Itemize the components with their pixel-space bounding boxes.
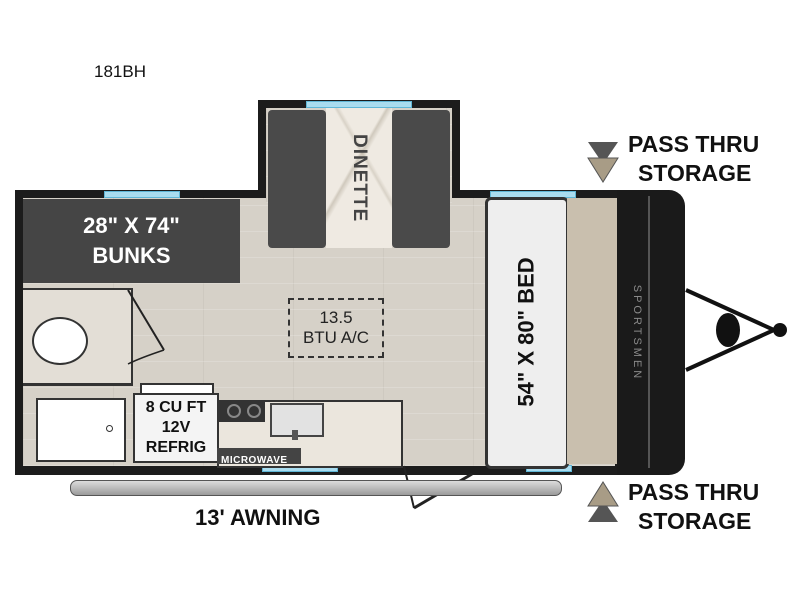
wall-divider xyxy=(23,383,133,386)
dinette-table: DINETTE xyxy=(326,108,392,248)
ac-label: BTU A/C xyxy=(302,328,370,347)
bathroom-door-icon xyxy=(127,289,165,365)
brand-logo: SPORTSMEN xyxy=(631,284,644,381)
bunks-size-label: 28" X 74" xyxy=(83,213,180,238)
storage-bottom-line2: STORAGE xyxy=(638,508,752,534)
microwave-label: MICROWAVE xyxy=(221,455,288,466)
storage-bottom-label: PASS THRU STORAGE xyxy=(628,478,759,536)
dinette-bench-right xyxy=(392,110,450,248)
burner-left-icon xyxy=(227,404,241,418)
awning-bar xyxy=(70,480,562,496)
bunks: 28" X 74" BUNKS xyxy=(23,199,240,283)
storage-bottom-line1: PASS THRU xyxy=(628,479,760,505)
bed-label-wrap: 54" X 80" BED xyxy=(485,197,569,467)
ac-btu-value: 13.5 xyxy=(319,308,353,327)
window-dinette xyxy=(306,101,412,108)
bed-label: 54" X 80" BED xyxy=(514,257,540,407)
dinette-label: DINETTE xyxy=(349,133,370,223)
storage-top-label: PASS THRU STORAGE xyxy=(628,130,759,188)
storage-top-line2: STORAGE xyxy=(638,160,752,186)
fridge-top-edge xyxy=(140,383,214,393)
front-cap xyxy=(617,190,685,475)
model-number: 181BH xyxy=(94,62,146,81)
front-cap-stripe xyxy=(648,196,650,468)
fridge-volt-label: 12V xyxy=(161,419,191,436)
storage-arrow-up-icon xyxy=(587,481,619,522)
awning-label: 13' AWNING xyxy=(195,505,321,530)
air-conditioner: 13.5 BTU A/C xyxy=(288,298,384,358)
storage-arrow-down-icon xyxy=(587,142,619,183)
microwave: MICROWAVE xyxy=(217,448,301,466)
shower-icon xyxy=(36,398,126,462)
brand-logo-wrap: SPORTSMEN xyxy=(617,190,657,475)
hitch-tongue-icon xyxy=(685,288,787,372)
storage-top-line1: PASS THRU xyxy=(628,131,760,157)
window-bunks xyxy=(104,191,180,198)
bed-side-cabinet xyxy=(567,198,617,464)
fridge-size-label: 8 CU FT xyxy=(145,399,207,416)
burner-right-icon xyxy=(247,404,261,418)
dinette-bench-left xyxy=(268,110,326,248)
faucet-icon xyxy=(292,430,298,440)
shower-drain-icon xyxy=(106,425,113,432)
toilet-icon xyxy=(32,317,88,365)
fridge-label: REFRIG xyxy=(145,439,207,456)
bunks-label: BUNKS xyxy=(92,243,171,268)
refrigerator: 8 CU FT 12V REFRIG xyxy=(133,393,219,463)
